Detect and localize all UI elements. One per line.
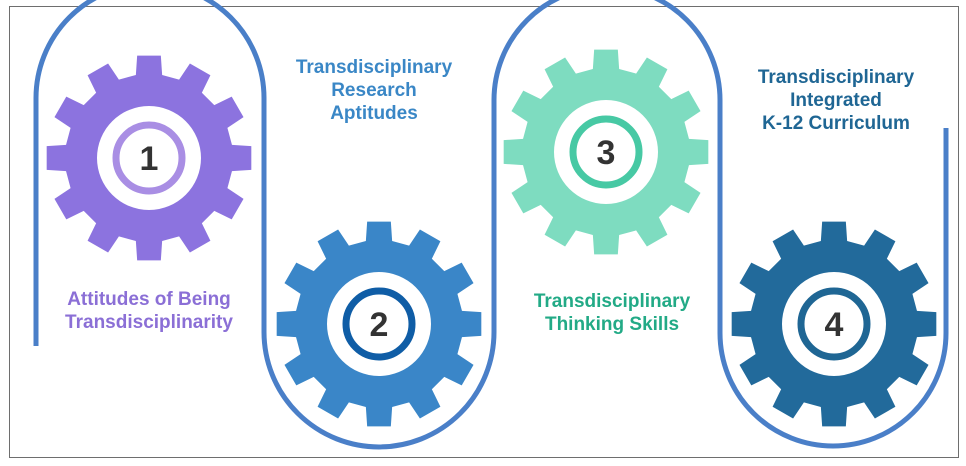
gear-3-icon [503, 49, 709, 255]
step-4-gear: 4 [731, 221, 937, 427]
step-4-label: Transdisciplinary Integrated K-12 Curric… [758, 66, 914, 135]
step-3-number: 3 [597, 134, 616, 172]
step-2-label-line-3: Aptitudes [330, 103, 418, 124]
step-4-ring [797, 287, 871, 361]
step-4-label-line-2: Integrated [790, 90, 882, 111]
step-1-label-line-2: Transdisciplinarity [65, 312, 233, 333]
connector-path [33, 0, 949, 450]
step-1-number: 1 [140, 140, 159, 178]
step-4-label-line-1: Transdisciplinary [757, 67, 915, 88]
step-2-label-line-2: Research [331, 80, 417, 101]
step-1-label: Attitudes of Being Transdisciplinarity [65, 288, 233, 334]
step-4-label-line-3: K-12 Curriculum [762, 113, 910, 134]
step-3-ring [569, 115, 643, 189]
step-2-ring [342, 287, 416, 361]
step-3-gear: 3 [503, 49, 709, 255]
step-1-gear: 1 [46, 55, 252, 261]
step-3-label-line-2: Thinking Skills [544, 314, 680, 335]
step-1-label-line-1: Attitudes of Being [67, 289, 231, 310]
gear-2-icon [276, 221, 482, 427]
step-2-label: Transdisciplinary Research Aptitudes [296, 56, 452, 125]
gear-1-icon [46, 55, 252, 261]
gear-4-icon [731, 221, 937, 427]
step-1-ring [112, 121, 186, 195]
step-3-label: Transdisciplinary Thinking Skills [534, 290, 690, 336]
step-2-gear: 2 [276, 221, 482, 427]
step-3-label-line-1: Transdisciplinary [533, 291, 691, 312]
step-4-number: 4 [825, 306, 844, 344]
step-2-number: 2 [370, 306, 389, 344]
step-2-label-line-1: Transdisciplinary [295, 57, 453, 78]
